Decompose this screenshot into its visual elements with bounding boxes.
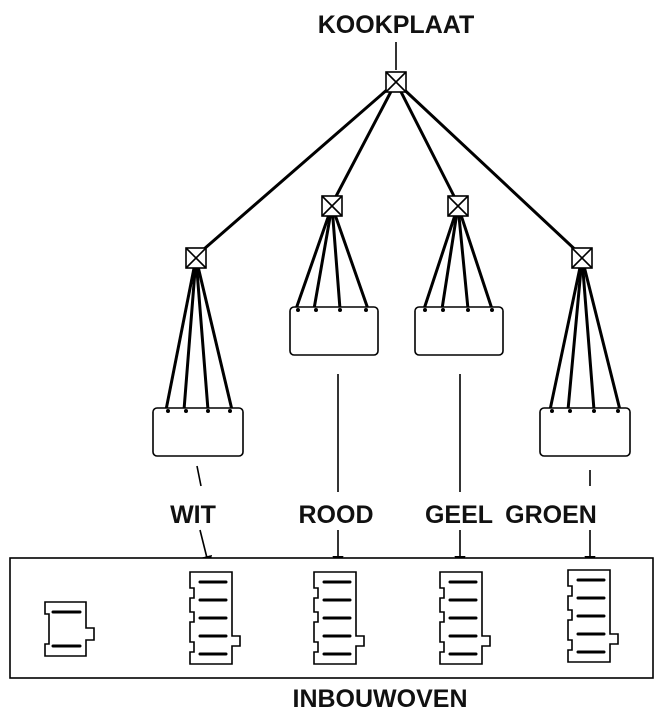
branch-wires-3 [422,204,494,311]
color-label-groen: GROEN [505,501,597,529]
branch-wires-4 [548,256,622,412]
junction-node-top [385,71,407,93]
leader-upper-1 [196,465,202,487]
color-label-wit: WIT [170,501,216,529]
oven-socket-groen [567,569,619,663]
hob-label: KOOKPLAAT [318,11,474,39]
branch-wires-1 [164,256,234,412]
junction-node-2 [321,195,343,217]
oven-socket-rood [313,571,365,665]
oven-socket-small [44,601,95,657]
connector-housing-1 [152,407,244,457]
junction-node-4 [571,247,593,269]
junction-node-1 [185,247,207,269]
junction-node-3 [447,195,469,217]
connector-housing-4 [539,407,631,457]
color-label-rood: ROOD [299,501,374,529]
connector-housing-3 [414,306,504,356]
connector-housing-2 [289,306,379,356]
oven-socket-wit [189,571,241,665]
trunk-wires [194,80,584,258]
oven-label: INBOUWOVEN [293,685,468,713]
oven-socket-geel [439,571,491,665]
branch-wires-2 [294,204,370,311]
color-label-geel: GEEL [425,501,493,529]
housing-pins [166,308,620,413]
